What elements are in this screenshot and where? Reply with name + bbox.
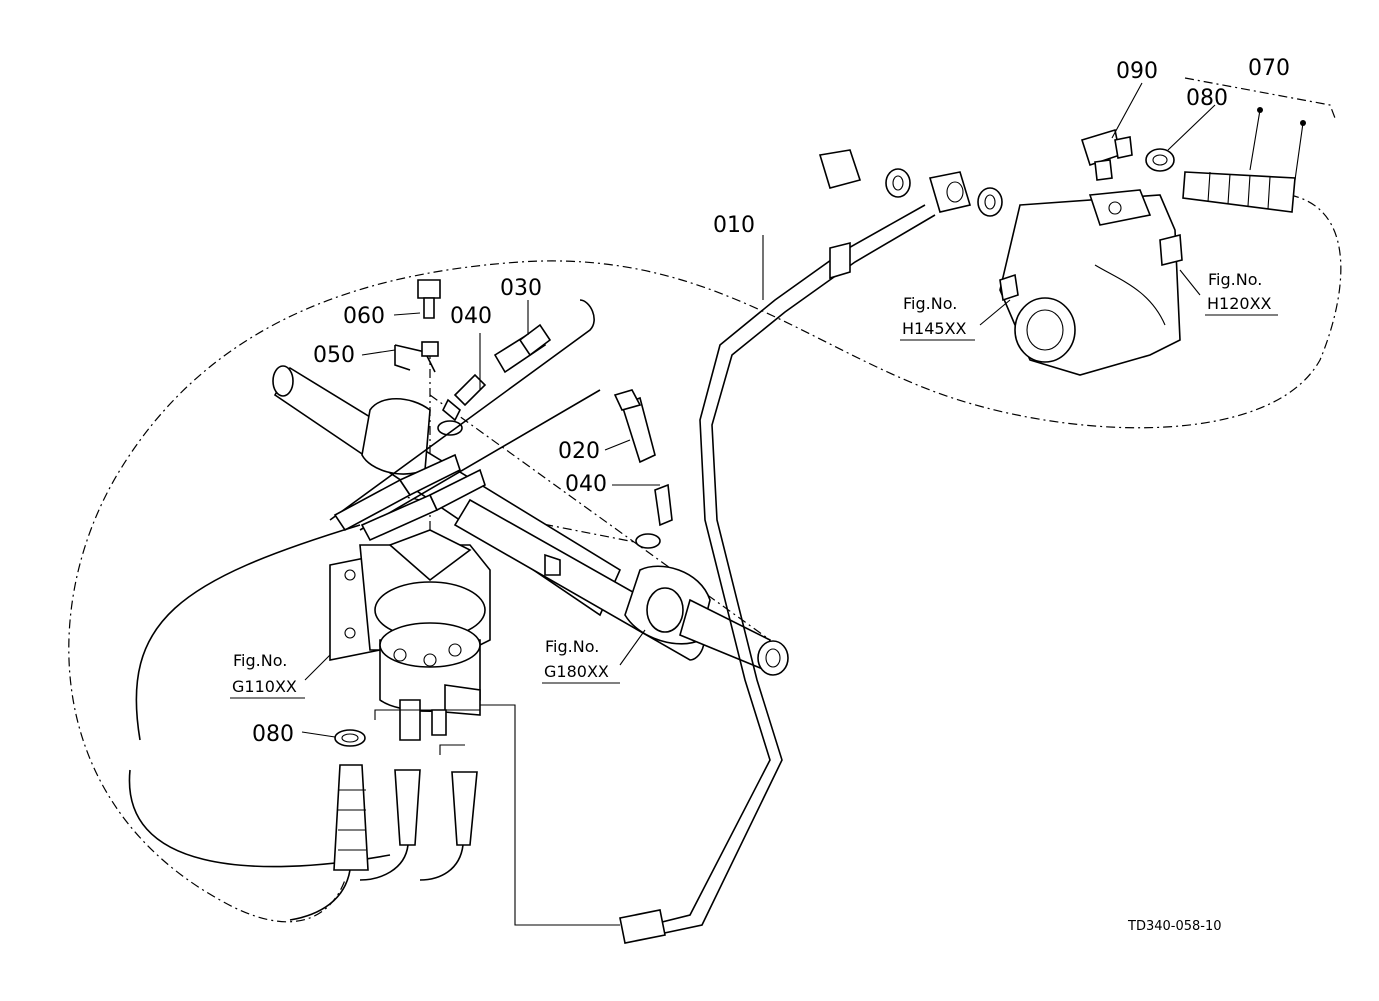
clip-050 [394,341,439,373]
label-090: 090 [1116,59,1158,84]
hose-lower-right [419,771,478,881]
elbow-040-lower [654,483,673,527]
pipe-010 [619,204,936,944]
steering-valve-unit [329,529,491,741]
hose-pair [128,299,601,868]
label-020: 020 [558,439,600,464]
fig-h120-caption: Fig.No. [1208,270,1262,289]
leader-lines [301,82,1216,755]
label-060: 060 [343,304,385,329]
elbow-040-upper [442,373,487,422]
fig-g180-code: G180XX [544,662,609,681]
hose-lower-middle [359,769,421,881]
hose-070 [1182,77,1336,213]
fig-h145-caption: Fig.No. [903,294,957,313]
bolt-060 [417,279,441,319]
elbow-090 [1080,128,1133,181]
drawing-code: TD340-058-10 [1127,919,1222,934]
label-030: 030 [500,276,542,301]
hydraulic-pump [999,189,1183,376]
fig-g110-caption: Fig.No. [233,651,287,670]
label-040-upper: 040 [450,304,492,329]
fig-g180-caption: Fig.No. [545,637,599,656]
label-070: 070 [1248,56,1290,81]
fitting-020 [613,389,656,464]
label-010: 010 [713,213,755,238]
fig-h120-code: H120XX [1207,294,1272,313]
fitting-030 [493,323,552,374]
hose-clamp-080-upper [1145,148,1175,172]
fittings-pump-left [818,149,1003,217]
label-050: 050 [313,343,355,368]
return-line [480,704,620,926]
label-080-lower: 080 [252,722,294,747]
label-040-lower: 040 [565,472,607,497]
label-080-upper: 080 [1186,86,1228,111]
phantom-line-center [429,394,771,641]
fig-h145-code: H145XX [902,319,967,338]
hose-lower-left [289,764,369,921]
fig-g110-code: G110XX [232,677,297,696]
phantom-hose-loop [68,194,1342,923]
hose-clamp-080-lower [334,729,366,747]
